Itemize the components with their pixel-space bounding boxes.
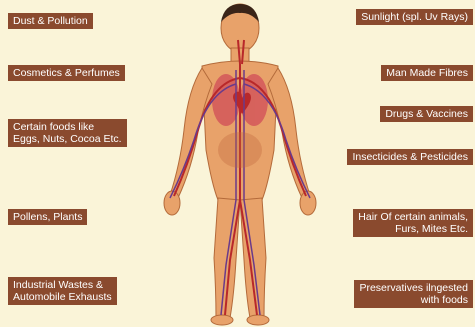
abdomen bbox=[218, 132, 262, 168]
label-man-made-fibres: Man Made Fibres bbox=[381, 65, 473, 81]
label-hair-furs-mites: Hair Of certain animals, Furs, Mites Etc… bbox=[353, 209, 473, 237]
left-foot bbox=[211, 315, 233, 325]
right-foot bbox=[247, 315, 269, 325]
label-certain-foods: Certain foods like Eggs, Nuts, Cocoa Etc… bbox=[8, 119, 127, 147]
label-cosmetics-perfumes: Cosmetics & Perfumes bbox=[8, 65, 125, 81]
label-industrial-wastes: Industrial Wastes & Automobile Exhausts bbox=[8, 277, 117, 305]
label-sunlight: Sunlight (spl. Uv Rays) bbox=[356, 9, 473, 25]
label-preservatives: Preservatives ilngested with foods bbox=[354, 280, 473, 308]
label-drugs-vaccines: Drugs & Vaccines bbox=[380, 106, 473, 122]
label-pollens-plants: Pollens, Plants bbox=[8, 209, 87, 225]
label-dust-pollution: Dust & Pollution bbox=[8, 13, 93, 29]
human-body-illustration bbox=[150, 0, 330, 327]
label-insecticides-pesticides: Insecticides & Pesticides bbox=[347, 149, 473, 165]
